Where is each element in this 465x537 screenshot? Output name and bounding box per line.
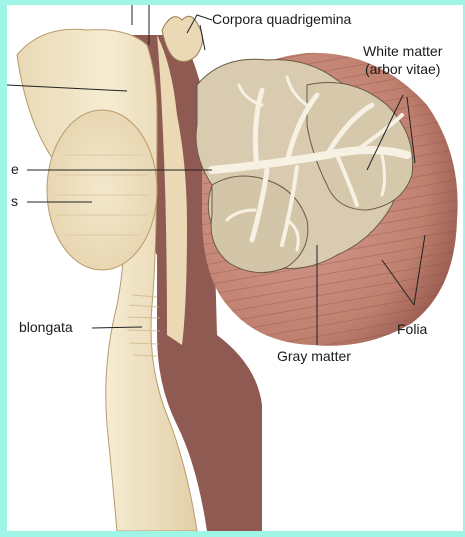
label-white-matter: White matter	[363, 43, 442, 59]
label-left-s: s	[11, 193, 18, 209]
label-oblongata: blongata	[19, 319, 73, 335]
pons-oval	[47, 110, 157, 270]
label-gray-matter: Gray matter	[277, 348, 351, 364]
label-corpora-quadrigemina: Corpora quadrigemina	[212, 11, 351, 27]
brain-illustration	[7, 5, 463, 531]
label-arbor-vitae: (arbor vitae)	[365, 61, 440, 77]
illustration-frame: Corpora quadrigemina White matter (arbor…	[7, 5, 463, 531]
label-left-e: e	[11, 161, 19, 177]
label-folia: Folia	[397, 321, 427, 337]
